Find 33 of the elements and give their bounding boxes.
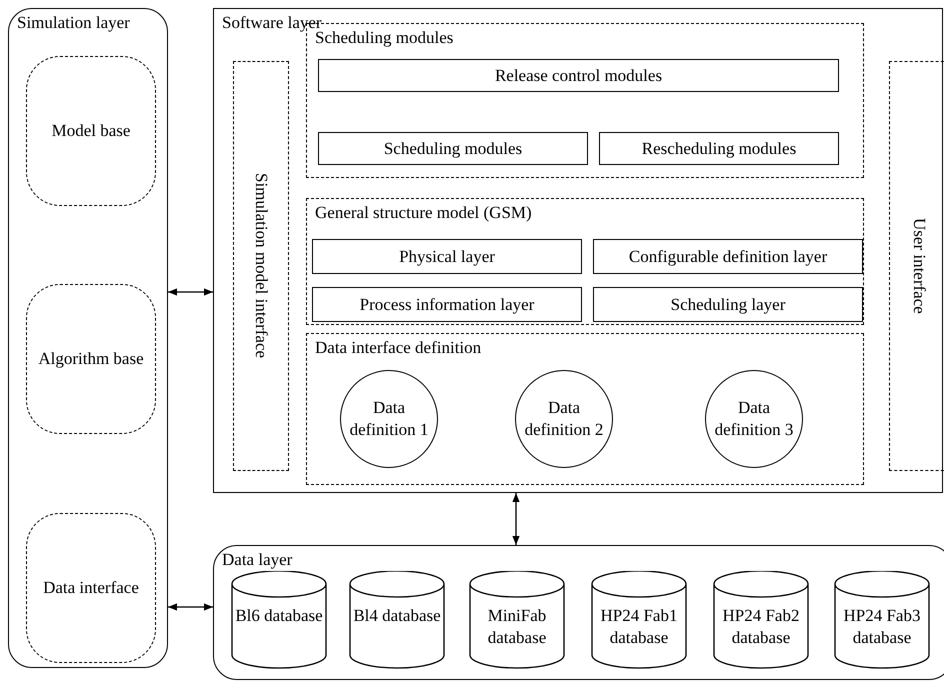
double-arrow xyxy=(168,603,213,611)
definition-circle: Data definition 3 xyxy=(705,370,803,468)
double-arrow xyxy=(512,493,520,545)
definition-circle: Data definition 2 xyxy=(515,370,613,468)
component-box: Data interface xyxy=(26,513,156,663)
database-label: HP24 Fab1 database xyxy=(600,605,678,649)
layer-panel xyxy=(8,8,168,668)
database-label: Bl6 database xyxy=(234,605,324,627)
panel-heading: Data interface definition xyxy=(315,338,482,358)
database-label: Bl4 database xyxy=(352,605,442,627)
module-box: Rescheduling modules xyxy=(599,132,839,165)
interface-box: Simulation model interface xyxy=(233,61,289,471)
module-group xyxy=(306,333,864,485)
database-label: HP24 Fab2 database xyxy=(722,605,800,649)
component-box: Algorithm base xyxy=(26,284,156,434)
layer-panel xyxy=(213,8,943,493)
database-label: MiniFab database xyxy=(486,605,548,649)
module-box: Scheduling layer xyxy=(593,287,863,322)
component-box: Model base xyxy=(26,56,156,206)
interface-box: User interface xyxy=(889,61,944,471)
double-arrow xyxy=(168,288,213,296)
panel-heading: Simulation layer xyxy=(17,13,130,33)
module-box: Configurable definition layer xyxy=(593,239,863,274)
module-box: Release control modules xyxy=(318,59,839,92)
database-label: HP24 Fab3 database xyxy=(842,605,922,649)
layer-panel xyxy=(213,545,944,680)
definition-circle: Data definition 1 xyxy=(340,370,438,468)
panel-heading: Data layer xyxy=(222,550,292,570)
module-box: Scheduling modules xyxy=(318,132,588,165)
module-group xyxy=(306,198,864,325)
module-box: Physical layer xyxy=(312,239,582,274)
module-box: Process information layer xyxy=(312,287,582,322)
panel-heading: General structure model (GSM) xyxy=(315,203,532,223)
